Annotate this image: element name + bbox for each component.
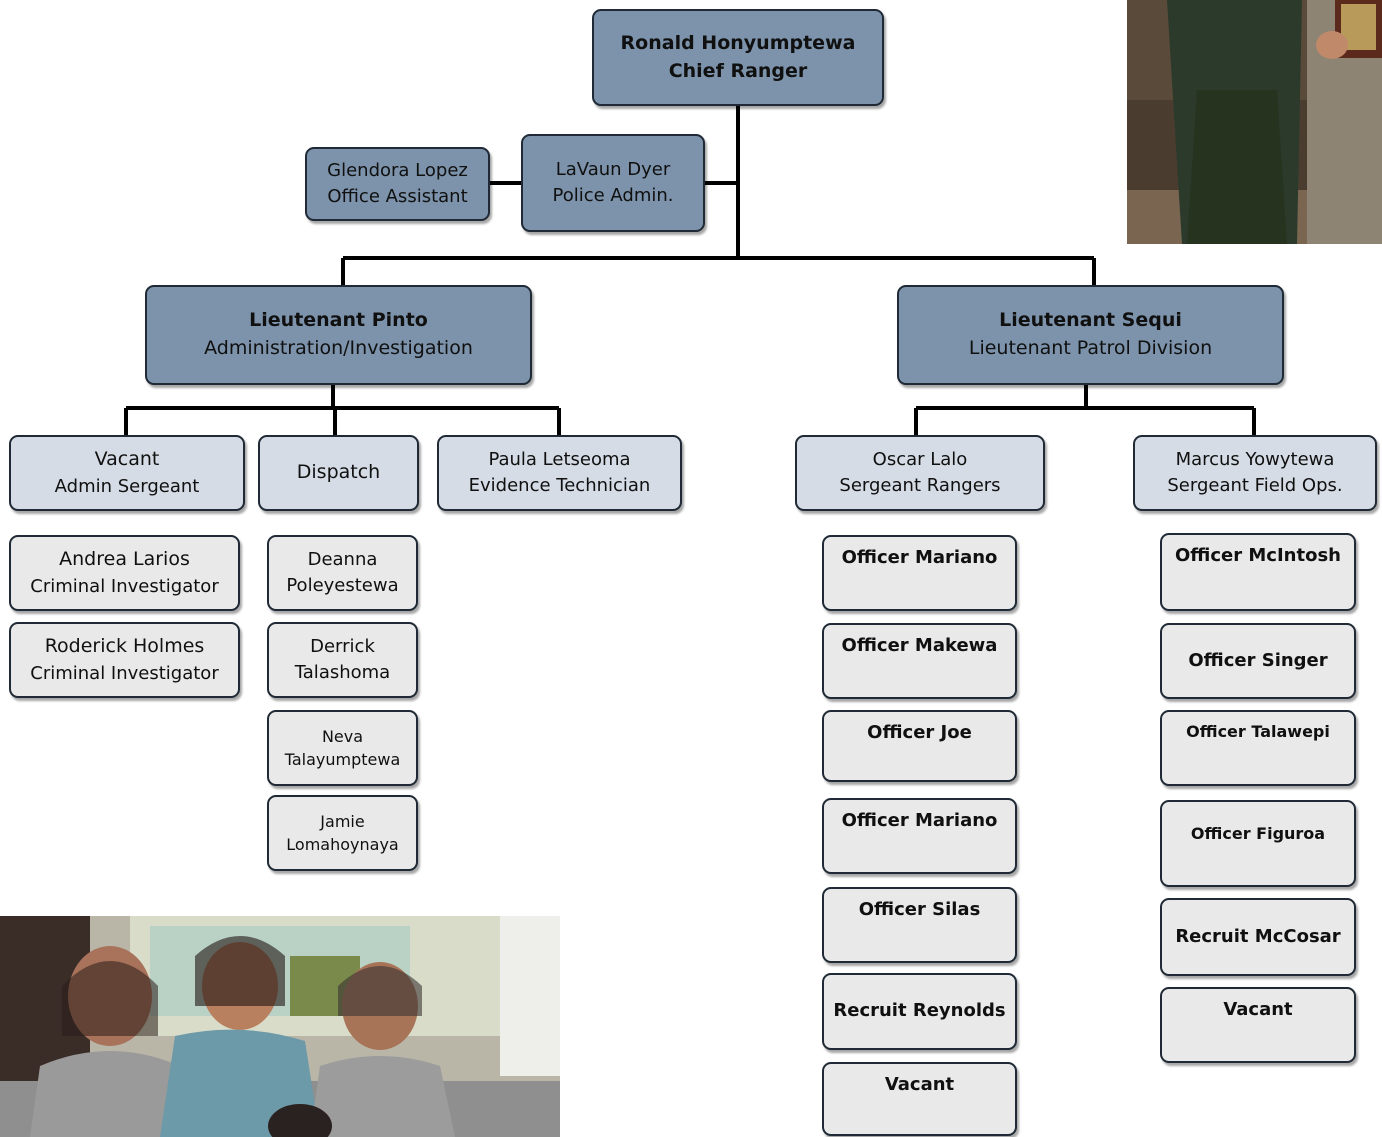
chief-ranger-box: Ronald Honyumptewa Chief Ranger — [592, 9, 884, 106]
investigator-name: Roderick Holmes — [44, 635, 205, 658]
dispatcher-last-name: Talayumptewa — [284, 750, 401, 769]
police-admin-title: Police Admin. — [552, 185, 674, 206]
admin-sergeant-title: Admin Sergeant — [54, 475, 200, 497]
ranger-officer-box: Officer Makewa — [822, 623, 1017, 699]
evidence-technician-title: Evidence Technician — [468, 475, 651, 496]
field-ops-officer-name: Officer McIntosh — [1175, 545, 1341, 566]
field-ops-officer-box: Officer Singer — [1160, 623, 1356, 699]
dispatcher-first-name: Deanna — [307, 548, 378, 570]
dispatcher-first-name: Jamie — [320, 811, 365, 831]
dispatcher-last-name: Poleyestewa — [286, 575, 399, 596]
lieutenant-pinto-name: Lieutenant Pinto — [249, 309, 428, 332]
field-ops-officer-box: Officer McIntosh — [1160, 533, 1356, 611]
dispatcher-box: Deanna Poleyestewa — [267, 535, 418, 611]
ranger-officer-name: Officer Silas — [858, 899, 981, 920]
field-ops-officer-box: Officer Talawepi — [1160, 710, 1356, 786]
police-admin-box: LaVaun Dyer Police Admin. — [521, 134, 705, 232]
dispatcher-last-name: Talashoma — [294, 662, 391, 683]
ranger-officer-box: Officer Silas — [822, 887, 1017, 963]
office-assistant-title: Office Assistant — [327, 186, 468, 207]
dispatch-label: Dispatch — [296, 461, 381, 484]
evidence-technician-name: Paula Letseoma — [488, 448, 631, 470]
ranger-officer-name: Officer Mariano — [841, 810, 998, 831]
investigator-title: Criminal Investigator — [30, 575, 219, 597]
investigator-box: Andrea Larios Criminal Investigator — [9, 535, 240, 611]
field-ops-officer-name: Officer Talawepi — [1186, 722, 1330, 741]
ranger-officer-box: Officer Mariano — [822, 798, 1017, 874]
office-assistant-box: Glendora Lopez Office Assistant — [305, 147, 490, 221]
field-ops-officer-name: Officer Figuroa — [1190, 824, 1326, 843]
field-ops-officer-name: Officer Singer — [1188, 649, 1328, 671]
dispatch-box: Dispatch — [258, 435, 419, 511]
dispatcher-box: Derrick Talashoma — [267, 622, 418, 698]
ranger-officer-name: Officer Joe — [867, 722, 972, 743]
ranger-officer-box: Recruit Reynolds — [822, 973, 1017, 1050]
ranger-officer-name: Officer Makewa — [841, 635, 998, 656]
office-assistant-name: Glendora Lopez — [327, 159, 468, 181]
dispatcher-last-name: Lomahoynaya — [286, 835, 399, 854]
dispatch-team-photo — [0, 916, 560, 1137]
evidence-technician-box: Paula Letseoma Evidence Technician — [437, 435, 682, 511]
ranger-officer-name: Vacant — [884, 1074, 955, 1095]
dispatcher-first-name: Neva — [321, 726, 364, 746]
ranger-officer-box: Vacant — [822, 1062, 1017, 1136]
dispatcher-box: Neva Talayumptewa — [267, 710, 418, 786]
sergeant-field-ops-name: Marcus Yowytewa — [1175, 448, 1335, 470]
field-ops-officer-box: Recruit McCosar — [1160, 898, 1356, 976]
sergeant-rangers-name: Oscar Lalo — [872, 448, 968, 470]
ranger-officer-box: Officer Mariano — [822, 535, 1017, 611]
field-ops-officer-name: Recruit McCosar — [1175, 925, 1341, 947]
dispatcher-first-name: Derrick — [310, 635, 375, 657]
lieutenant-sequi-name: Lieutenant Sequi — [999, 309, 1182, 332]
investigator-box: Roderick Holmes Criminal Investigator — [9, 622, 240, 698]
dispatcher-box: Jamie Lomahoynaya — [267, 795, 418, 871]
field-ops-officer-box: Officer Figuroa — [1160, 800, 1356, 887]
chief-name: Ronald Honyumptewa — [620, 31, 856, 54]
sergeant-field-ops-box: Marcus Yowytewa Sergeant Field Ops. — [1133, 435, 1377, 511]
lieutenant-pinto-title: Administration/Investigation — [204, 337, 473, 359]
lieutenant-pinto-box: Lieutenant Pinto Administration/Investig… — [145, 285, 532, 385]
ranger-photo — [1127, 0, 1382, 244]
sergeant-field-ops-title: Sergeant Field Ops. — [1167, 475, 1343, 496]
ranger-officer-box: Officer Joe — [822, 710, 1017, 782]
lieutenant-sequi-title: Lieutenant Patrol Division — [968, 337, 1213, 359]
admin-sergeant-box: Vacant Admin Sergeant — [9, 435, 245, 511]
ranger-officer-name: Recruit Reynolds — [833, 1000, 1006, 1022]
investigator-title: Criminal Investigator — [30, 662, 219, 684]
police-admin-name: LaVaun Dyer — [555, 158, 671, 180]
sergeant-rangers-box: Oscar Lalo Sergeant Rangers — [795, 435, 1045, 511]
chief-title: Chief Ranger — [668, 59, 808, 82]
field-ops-officer-name: Vacant — [1223, 999, 1293, 1020]
sergeant-rangers-title: Sergeant Rangers — [839, 475, 1001, 496]
ranger-officer-name: Officer Mariano — [841, 547, 998, 568]
investigator-name: Andrea Larios — [59, 548, 190, 571]
admin-sergeant-name: Vacant — [94, 448, 160, 471]
field-ops-officer-box: Vacant — [1160, 987, 1356, 1063]
lieutenant-sequi-box: Lieutenant Sequi Lieutenant Patrol Divis… — [897, 285, 1284, 385]
